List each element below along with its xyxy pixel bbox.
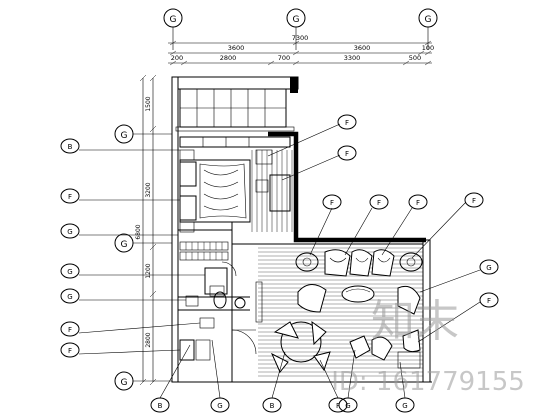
dim-value: 2800: [145, 332, 152, 347]
callout-tag: G: [67, 228, 72, 236]
left-dimension-lines: 1500 3200 6800 1200 2800: [135, 74, 157, 386]
watermark-id: ID: 161779155: [331, 367, 525, 397]
dim-value: 6800: [135, 224, 142, 239]
callout-tag: F: [336, 402, 340, 410]
callout-tag: F: [68, 347, 72, 355]
callout-tag: G: [217, 402, 222, 410]
callout-tag: F: [487, 297, 491, 305]
watermark: 知末 ID: 161779155: [331, 296, 525, 397]
axis-bubble-label: G: [121, 378, 128, 388]
bottom-callouts: B G B F G G: [150, 339, 415, 413]
callout-tag: F: [330, 199, 334, 207]
callout-tag: B: [68, 143, 73, 151]
callout-tag: F: [377, 199, 381, 207]
axis-bubble-label: G: [293, 15, 300, 25]
callout-tag: F: [472, 197, 476, 205]
dim-value: 3200: [145, 182, 152, 197]
callout-tag: G: [67, 293, 72, 301]
bed: [179, 149, 251, 233]
left-axis-bubbles: G G G: [114, 124, 172, 391]
balcony-tiles: [175, 88, 295, 132]
callout-tag: F: [416, 199, 420, 207]
dim-value: 1200: [145, 263, 152, 278]
bathroom-fixtures: [179, 261, 263, 361]
callout-tag: F: [68, 193, 72, 201]
left-callouts: B F G G G F F: [60, 138, 205, 358]
shelf-units: [179, 241, 229, 261]
callout-tag: F: [345, 119, 349, 127]
top-axis-bubbles: G G G: [163, 8, 438, 50]
dim-value: 100: [422, 44, 434, 52]
callout-tag: F: [68, 326, 72, 334]
dim-total: 7300: [292, 34, 309, 42]
callout-tag: F: [345, 150, 349, 158]
axis-bubble-label: G: [425, 15, 432, 25]
callout-tag: G: [402, 402, 407, 410]
living-furniture: [270, 249, 423, 373]
dim-value: 1500: [145, 96, 152, 111]
dim-value: 3600: [228, 44, 245, 52]
wardrobe: [179, 136, 291, 212]
dim-value: 3300: [344, 54, 361, 62]
watermark-brand: 知末: [371, 296, 459, 347]
axis-bubble-label: G: [121, 240, 128, 250]
callout-tag: G: [67, 268, 72, 276]
callout-tag: B: [270, 402, 275, 410]
callout-tag: G: [345, 402, 350, 410]
dim-value: 2800: [220, 54, 237, 62]
axis-bubble-label: G: [121, 131, 128, 141]
dim-value: 200: [171, 54, 183, 62]
walls: [171, 76, 432, 383]
dim-value: 3600: [354, 44, 371, 52]
callout-tag: B: [158, 402, 163, 410]
right-callouts: F F F F F F G F: [267, 114, 499, 343]
top-dimension-lines: 7300 3600 3600 100 200 2800 700 3300 500: [168, 34, 434, 66]
axis-bubble-label: G: [170, 15, 177, 25]
dim-value: 500: [409, 54, 421, 62]
callout-tag: G: [486, 264, 491, 272]
dim-value: 700: [278, 54, 290, 62]
